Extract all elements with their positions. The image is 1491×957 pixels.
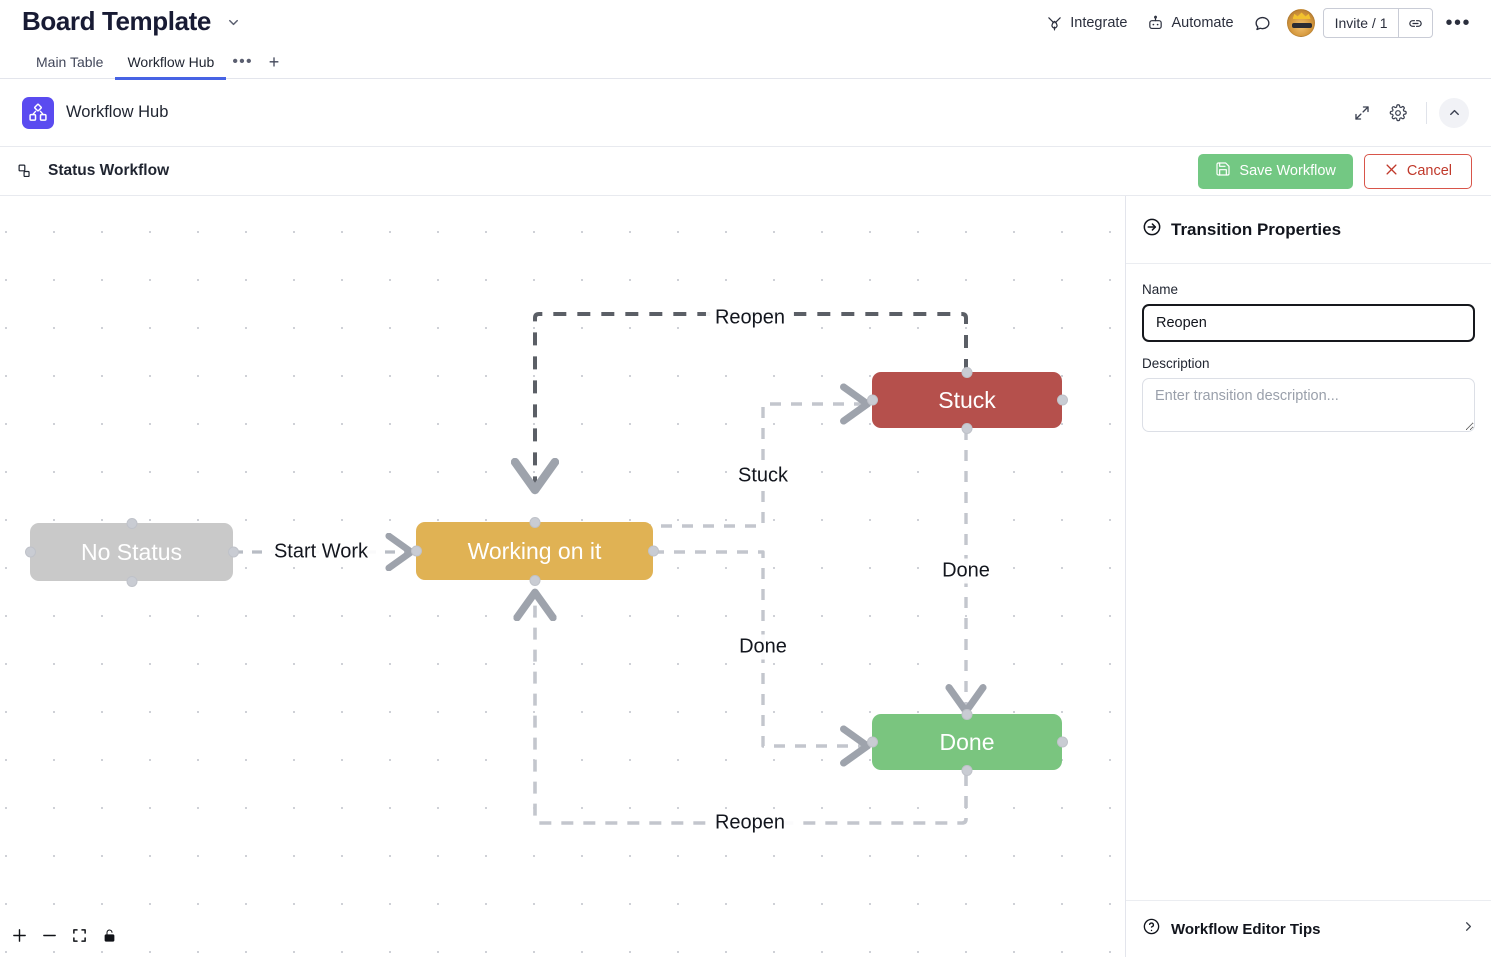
add-tab-button[interactable]: +	[268, 51, 280, 72]
canvas-controls	[6, 922, 122, 948]
zoom-in-button[interactable]	[6, 922, 32, 948]
workflow-canvas[interactable]: No Status Working on it Stuck Done	[0, 196, 1125, 957]
chat-bubble-icon[interactable]	[1244, 9, 1281, 38]
description-label: Description	[1142, 356, 1210, 371]
chevron-right-icon	[1461, 919, 1476, 939]
edge-label-stuck-to-done[interactable]: Done	[933, 558, 999, 584]
workflow-title: Status Workflow	[48, 162, 170, 179]
cancel-label: Cancel	[1406, 163, 1452, 179]
robot-icon	[1147, 15, 1164, 32]
handle-top[interactable]	[961, 708, 973, 720]
chevron-down-icon[interactable]	[226, 15, 241, 30]
node-label: No Status	[81, 538, 182, 565]
edge-label-to-done[interactable]: Done	[730, 634, 796, 660]
node-no-status[interactable]: No Status	[24, 517, 239, 587]
handle-left[interactable]	[24, 546, 36, 558]
gear-icon[interactable]	[1382, 97, 1414, 129]
chevron-up-icon[interactable]	[1439, 97, 1469, 128]
handle-top[interactable]	[126, 517, 137, 529]
handle-left[interactable]	[866, 394, 878, 406]
workflow-bar: Status Workflow Save Workflow Cancel	[0, 147, 1491, 196]
node-label: Stuck	[938, 386, 996, 413]
node-done[interactable]: Done	[866, 708, 1068, 776]
transition-properties-panel: Transition Properties Name Description W…	[1125, 196, 1491, 957]
handle-right[interactable]	[1056, 736, 1068, 748]
handle-bottom[interactable]	[126, 575, 137, 587]
app-name: Workflow Hub	[66, 103, 169, 121]
tab-more-icon[interactable]: •••	[232, 52, 253, 70]
link-icon[interactable]	[1398, 9, 1432, 37]
avatar[interactable]	[1286, 9, 1315, 37]
edge-label-to-stuck[interactable]: Stuck	[728, 463, 798, 489]
workflow-actions: Save Workflow Cancel	[1198, 153, 1477, 189]
handle-top[interactable]	[529, 516, 540, 528]
edge-to-stuck[interactable]	[535, 404, 864, 528]
edge-reopen-bottom[interactable]	[535, 596, 968, 825]
panel-title: Transition Properties	[1171, 219, 1342, 239]
name-label: Name	[1142, 282, 1179, 297]
integrate-icon	[1046, 15, 1063, 32]
zoom-out-button[interactable]	[36, 922, 62, 948]
edge-label-reopen-top[interactable]: Reopen	[705, 305, 795, 331]
integrate-label: Integrate	[1070, 15, 1128, 31]
transition-name-input[interactable]	[1142, 304, 1475, 342]
question-circle-icon	[1142, 917, 1161, 941]
page-title: Board Template	[22, 6, 211, 36]
integrate-button[interactable]: Integrate	[1036, 10, 1137, 37]
more-options-button[interactable]: •••	[1445, 12, 1471, 34]
handle-left[interactable]	[410, 545, 422, 557]
save-workflow-label: Save Workflow	[1239, 163, 1336, 179]
tab-workflow-hub[interactable]: Workflow Hub	[115, 46, 227, 80]
edge-label-start-work[interactable]: Start Work	[264, 539, 378, 565]
top-bar-actions: Integrate Automate Invite / 1 •••	[1036, 7, 1477, 39]
handle-bottom[interactable]	[529, 574, 540, 586]
handle-right[interactable]	[227, 546, 239, 558]
handle-left[interactable]	[866, 736, 878, 748]
node-stuck[interactable]: Stuck	[866, 366, 1068, 434]
workflow-editor-tips-label: Workflow Editor Tips	[1171, 920, 1321, 938]
tab-bar: Main Table Workflow Hub ••• +	[0, 46, 1491, 80]
tab-main-table[interactable]: Main Table	[36, 54, 104, 70]
handle-top[interactable]	[961, 366, 973, 378]
save-workflow-button[interactable]: Save Workflow	[1198, 153, 1353, 189]
node-label: Working on it	[467, 537, 602, 564]
edge-label-reopen-bottom[interactable]: Reopen	[705, 810, 795, 836]
handle-right[interactable]	[1056, 394, 1068, 406]
close-x-icon	[1384, 162, 1399, 181]
arrow-right-circle-icon	[1142, 217, 1162, 242]
handle-bottom[interactable]	[961, 764, 973, 776]
save-disk-icon	[1215, 161, 1231, 181]
app-header-actions	[1346, 97, 1469, 129]
workflow-hub-logo-icon	[22, 96, 54, 129]
handle-right[interactable]	[647, 545, 659, 557]
automate-label: Automate	[1171, 15, 1234, 31]
panel-body: Name Description	[1126, 264, 1491, 437]
fit-view-button[interactable]	[66, 922, 92, 948]
workflow-nodes-icon	[14, 163, 36, 180]
automate-button[interactable]: Automate	[1137, 10, 1243, 37]
divider	[1426, 101, 1427, 124]
panel-header: Transition Properties	[1126, 196, 1491, 264]
expand-icon[interactable]	[1346, 97, 1378, 129]
node-working-on-it[interactable]: Working on it	[410, 516, 659, 586]
cancel-button[interactable]: Cancel	[1363, 153, 1472, 189]
handle-bottom[interactable]	[961, 422, 973, 434]
top-bar: Board Template Integrate Automate	[0, 0, 1491, 46]
lock-button[interactable]	[96, 922, 122, 948]
app-header: Workflow Hub	[0, 79, 1491, 147]
workflow-editor-tips-row[interactable]: Workflow Editor Tips	[1126, 900, 1491, 957]
node-label: Done	[939, 728, 995, 755]
transition-description-textarea[interactable]	[1142, 378, 1475, 432]
invite-group: Invite / 1	[1322, 8, 1434, 38]
invite-button[interactable]: Invite / 1	[1334, 15, 1388, 31]
